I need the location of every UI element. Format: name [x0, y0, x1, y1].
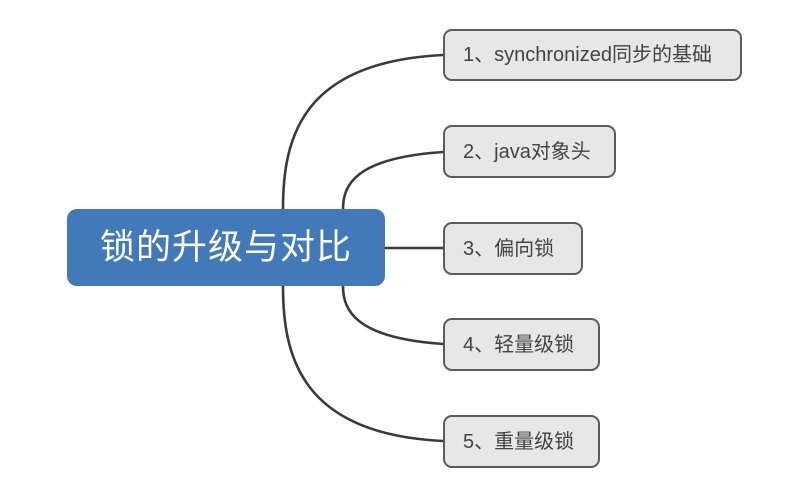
mindmap-branch-node-3[interactable]: 3、偏向锁 [443, 222, 583, 275]
branch-node-4-label: 4、轻量级锁 [463, 333, 575, 356]
connector-root-to-branch-2 [341, 150, 445, 211]
root-node-label: 锁的升级与对比 [99, 228, 352, 267]
branch-node-5-label: 5、重量级锁 [463, 430, 575, 453]
mindmap-branch-node-4[interactable]: 4、轻量级锁 [443, 318, 600, 371]
mindmap-branch-node-5[interactable]: 5、重量级锁 [443, 415, 600, 468]
branch-node-2-label: 2、java对象头 [463, 140, 591, 163]
connector-root-to-branch-5 [281, 284, 445, 443]
branch-node-1-label: 1、synchronized同步的基础 [463, 44, 712, 66]
branch-node-3-label: 3、偏向锁 [463, 237, 555, 260]
mindmap-root-node[interactable]: 锁的升级与对比 [67, 209, 385, 286]
connector-root-to-branch-4 [341, 284, 445, 346]
mindmap-branch-node-1[interactable]: 1、synchronized同步的基础 [443, 29, 742, 81]
mindmap-branch-node-2[interactable]: 2、java对象头 [443, 125, 616, 178]
connector-root-to-branch-1 [281, 53, 445, 211]
